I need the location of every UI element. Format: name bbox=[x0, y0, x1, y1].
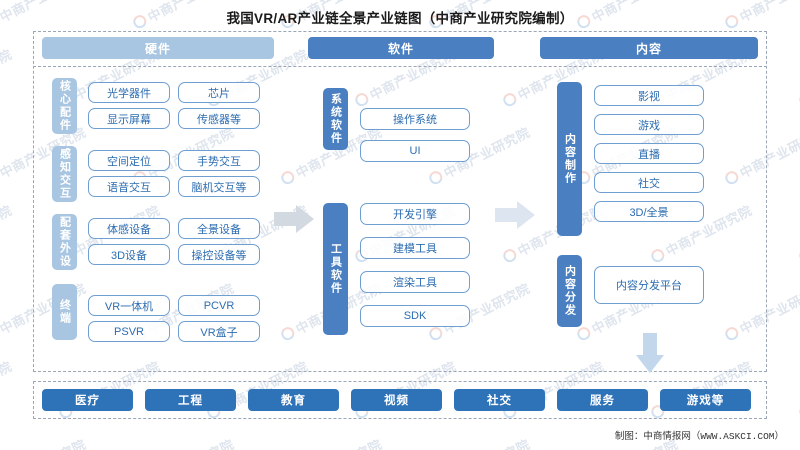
group-label-tool-software: 工具软件 bbox=[323, 203, 348, 335]
item-psvr: PSVR bbox=[88, 321, 170, 342]
item-content-distribution-platform: 内容分发平台 bbox=[594, 266, 704, 304]
application-medical: 医疗 bbox=[42, 389, 133, 411]
item-3d-panorama: 3D/全景 bbox=[594, 201, 704, 222]
item-rendering-tool: 渲染工具 bbox=[360, 271, 470, 293]
item-gesture-interaction: 手势交互 bbox=[178, 150, 260, 171]
item-live-stream: 直播 bbox=[594, 143, 704, 164]
column-header-software: 软件 bbox=[308, 37, 494, 59]
arrow-software-to-content-icon bbox=[495, 201, 535, 229]
application-games: 游戏等 bbox=[660, 389, 751, 411]
applications-frame bbox=[33, 381, 767, 419]
column-header-hardware: 硬件 bbox=[42, 37, 274, 59]
arrow-hardware-to-software-icon bbox=[274, 205, 314, 233]
item-social: 社交 bbox=[594, 172, 704, 193]
item-brain-computer-interaction: 脑机交互等 bbox=[178, 176, 260, 197]
application-engineering: 工程 bbox=[145, 389, 236, 411]
header-divider bbox=[33, 66, 767, 67]
item-sensor: 传感器等 bbox=[178, 108, 260, 129]
group-label-perception-interaction: 感知交互 bbox=[52, 146, 77, 202]
page-title: 我国VR/AR产业链全景产业链图（中商产业研究院编制） bbox=[226, 11, 574, 26]
item-film-tv: 影视 bbox=[594, 85, 704, 106]
item-spatial-positioning: 空间定位 bbox=[88, 150, 170, 171]
group-label-content-distribution: 内容分发 bbox=[557, 255, 582, 327]
item-sdk: SDK bbox=[360, 305, 470, 327]
industry-chain-frame bbox=[33, 31, 767, 372]
item-ui: UI bbox=[360, 140, 470, 162]
application-video: 视频 bbox=[351, 389, 442, 411]
item-development-engine: 开发引擎 bbox=[360, 203, 470, 225]
item-game: 游戏 bbox=[594, 114, 704, 135]
application-service: 服务 bbox=[557, 389, 648, 411]
item-motion-sensing-device: 体感设备 bbox=[88, 218, 170, 239]
item-chip: 芯片 bbox=[178, 82, 260, 103]
item-voice-interaction: 语音交互 bbox=[88, 176, 170, 197]
item-vr-all-in-one: VR一体机 bbox=[88, 295, 170, 316]
application-education: 教育 bbox=[248, 389, 339, 411]
item-operating-system: 操作系统 bbox=[360, 108, 470, 130]
item-modeling-tool: 建模工具 bbox=[360, 237, 470, 259]
item-optical-device: 光学器件 bbox=[88, 82, 170, 103]
application-social: 社交 bbox=[454, 389, 545, 411]
item-control-device: 操控设备等 bbox=[178, 244, 260, 265]
credit-text: 制图：中商情报网（WWW.ASKCI.COM） bbox=[614, 431, 784, 442]
item-display-screen: 显示屏幕 bbox=[88, 108, 170, 129]
group-label-peripherals: 配套外设 bbox=[52, 214, 77, 270]
group-label-core-components: 核心配件 bbox=[52, 78, 77, 134]
column-header-content: 内容 bbox=[540, 37, 758, 59]
item-pcvr: PCVR bbox=[178, 295, 260, 316]
group-label-content-production: 内容制作 bbox=[557, 82, 582, 236]
item-vr-box: VR盒子 bbox=[178, 321, 260, 342]
item-3d-device: 3D设备 bbox=[88, 244, 170, 265]
group-label-system-software: 系统软件 bbox=[323, 88, 348, 150]
group-label-terminal: 终端 bbox=[52, 284, 77, 340]
arrow-content-to-applications-icon bbox=[636, 333, 664, 373]
item-panoramic-device: 全景设备 bbox=[178, 218, 260, 239]
